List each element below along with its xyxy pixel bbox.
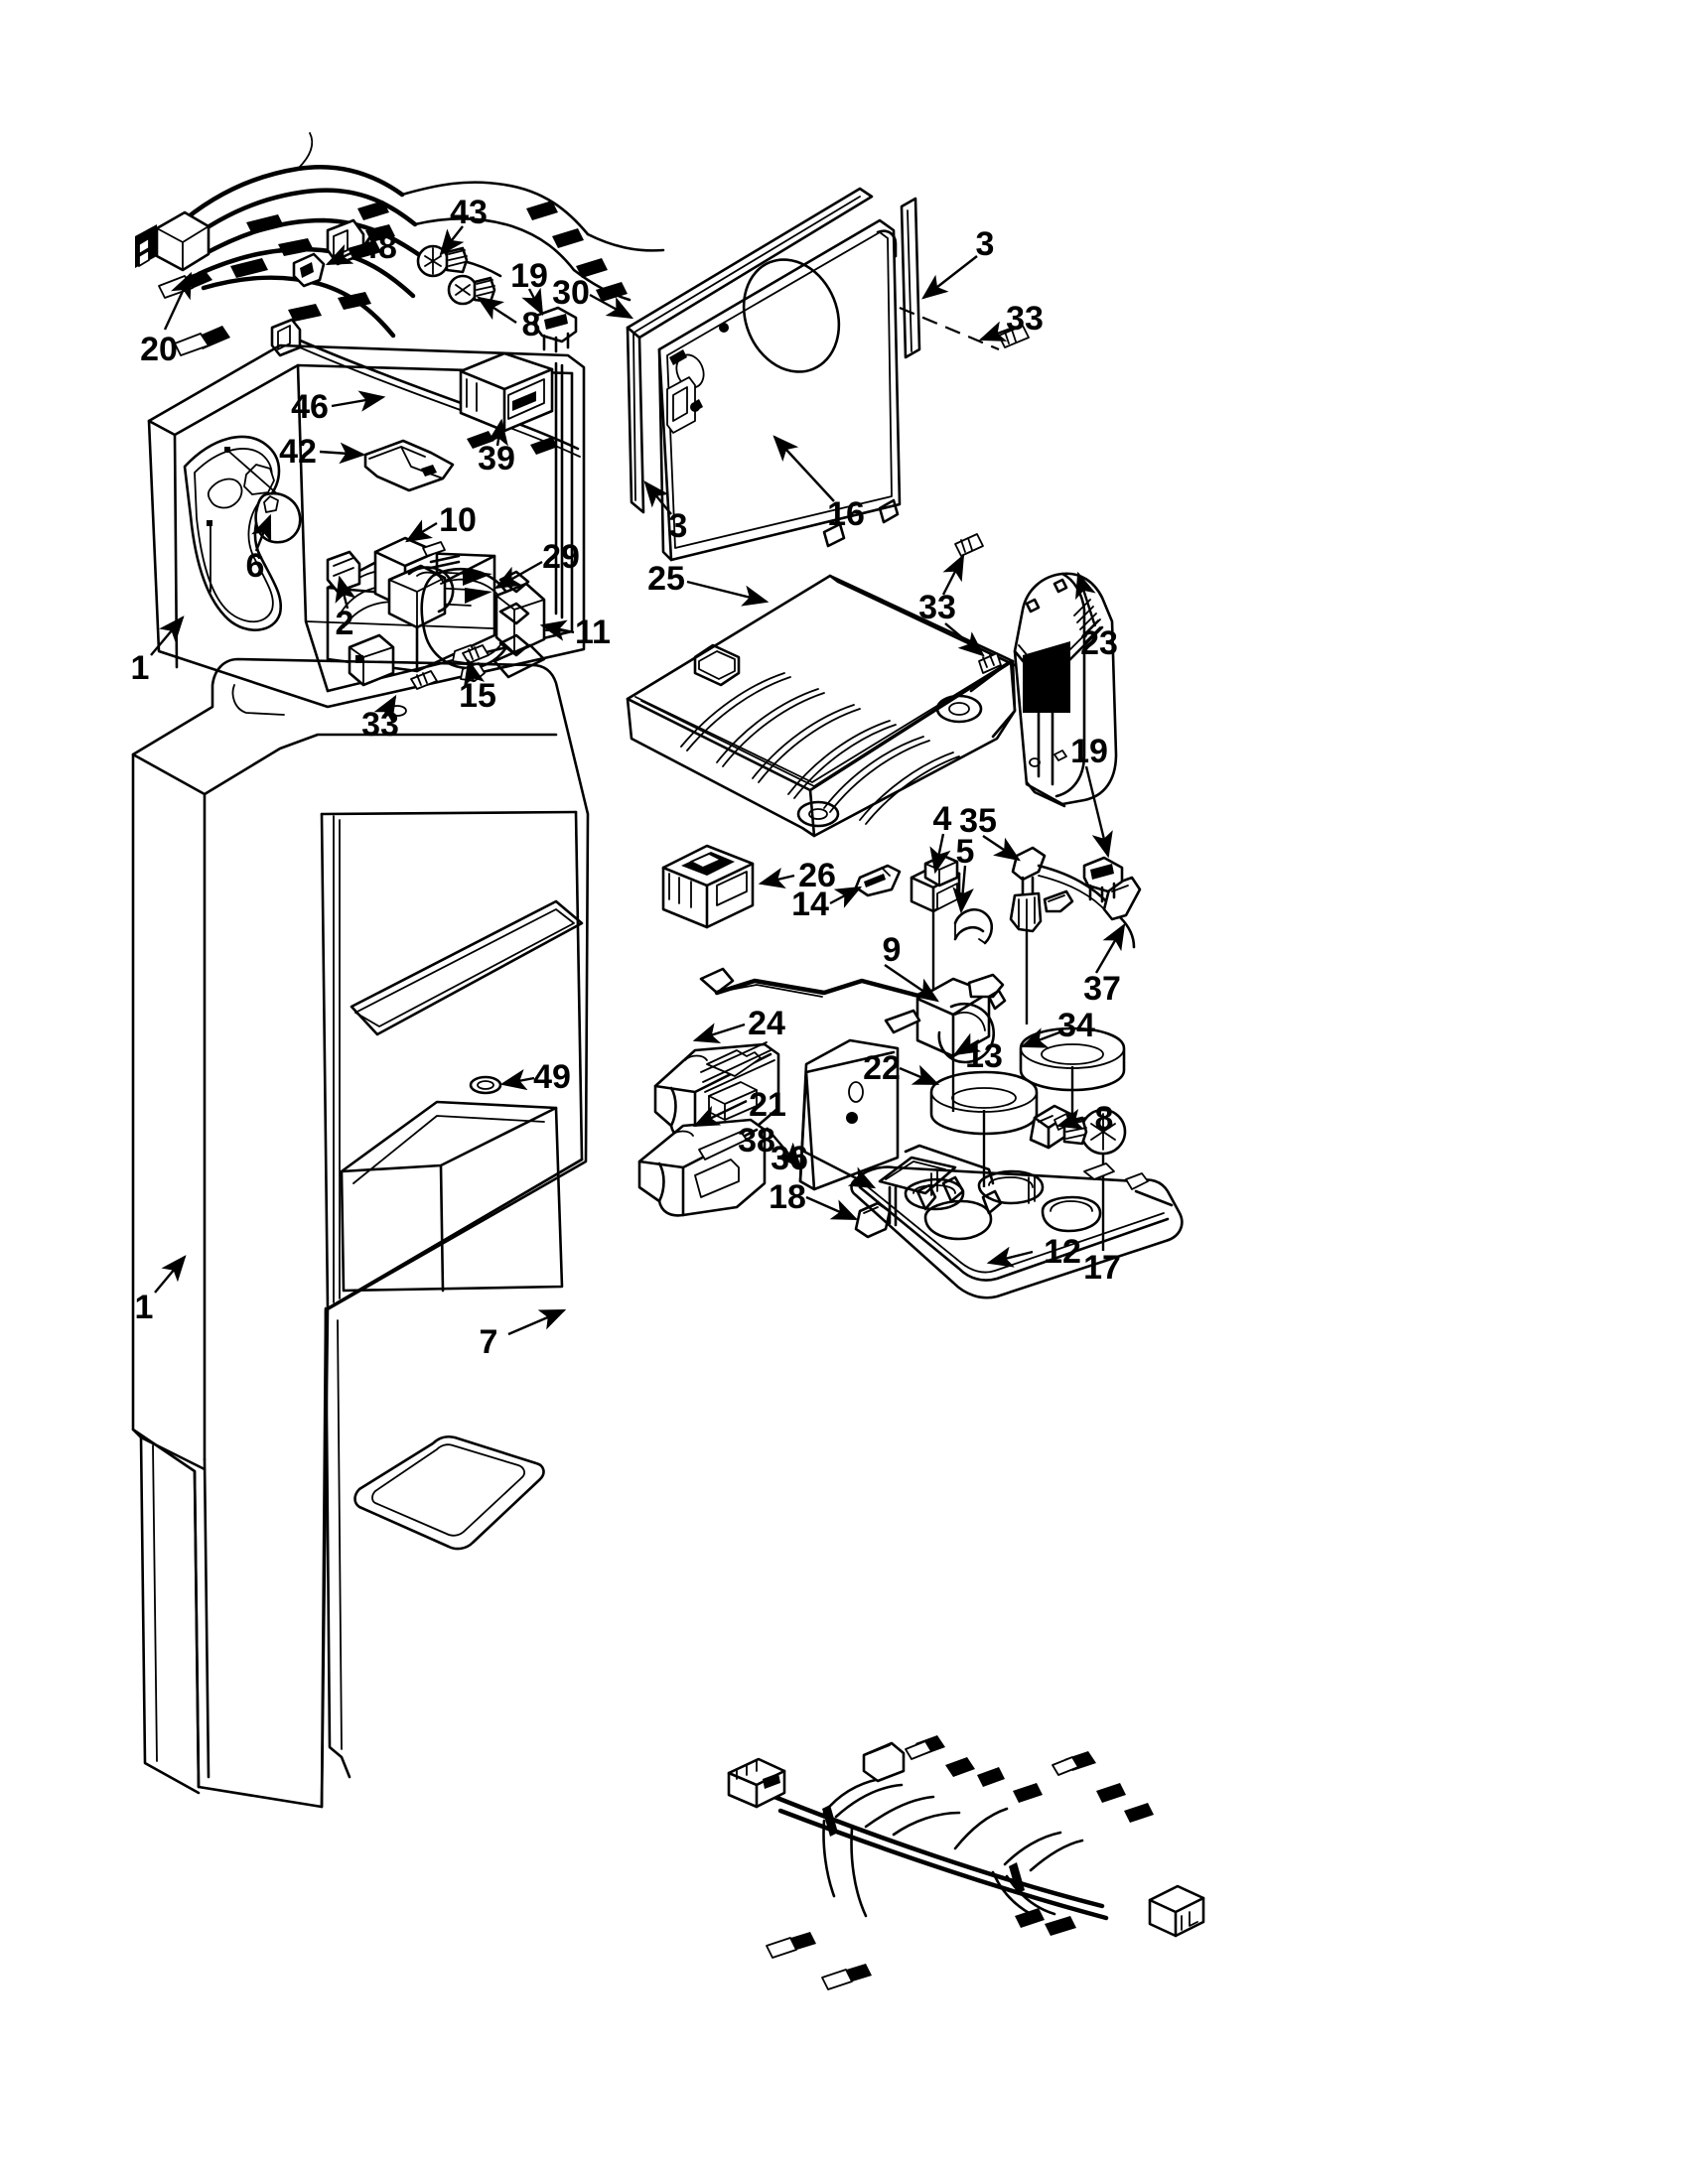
part-19-socket: [534, 306, 578, 353]
callout-29-damper[interactable]: 29: [542, 538, 580, 576]
callout-13-fan-blade-motor[interactable]: 13: [965, 1037, 1003, 1075]
part-26-control-module: [661, 844, 755, 929]
callout-19-socket[interactable]: 19: [1070, 733, 1108, 770]
part-19-socket-lower: [1082, 856, 1124, 903]
callout-34-grommet-cup[interactable]: 34: [1057, 1007, 1095, 1044]
callout-9-brace-rod[interactable]: 9: [882, 931, 902, 969]
callout-1-cabinet[interactable]: 1: [130, 649, 150, 687]
part-34-grommet-cup: [1019, 1026, 1126, 1142]
part-12-base-pan: [850, 1144, 1184, 1299]
part-49-plug: [469, 1075, 502, 1095]
callout-24-insulation-block[interactable]: 24: [748, 1005, 785, 1042]
part-8-lamp-socket: [447, 274, 496, 306]
callout-6-plug-button[interactable]: 6: [245, 547, 265, 585]
part-22-grommet-cup: [929, 1070, 1039, 1187]
callout-43-light-bulb[interactable]: 43: [450, 194, 488, 231]
callout-7-wire-harness-lower[interactable]: 7: [479, 1323, 498, 1361]
callout-8-lamp-socket[interactable]: 8: [521, 306, 541, 343]
assembly-guide-33: [899, 306, 1000, 351]
callout-42-bracket[interactable]: 42: [279, 433, 317, 471]
callout-16-rear-panel[interactable]: 16: [827, 495, 865, 533]
part-7-wire-harness-lower: [727, 1735, 1205, 1990]
part-39-control-box: [459, 351, 554, 433]
callout-12-base-pan[interactable]: 12: [1044, 1233, 1081, 1271]
part-20-wire-harness: [135, 132, 665, 356]
callout-25-drip-pan[interactable]: 25: [647, 560, 685, 598]
part-5-retainer-clip: [953, 908, 994, 945]
part-33-screw-liner: [387, 670, 438, 717]
callout-33-screw[interactable]: 33: [918, 589, 956, 626]
callout-35-linkage[interactable]: 35: [959, 802, 997, 840]
leader-lines: [150, 225, 1126, 1336]
callout-17-light-bulb[interactable]: 17: [1083, 1249, 1121, 1287]
callout-14-clip[interactable]: 14: [791, 886, 829, 923]
part-16-rear-panel: [657, 218, 902, 562]
callout-39-control-box[interactable]: 39: [478, 440, 515, 478]
callout-8-lamp-socket[interactable]: 8: [1094, 1100, 1114, 1138]
callout-10-fan-motor[interactable]: 10: [439, 501, 477, 539]
part-33-screw-drip-pan: [954, 533, 1002, 674]
callout-1-cabinet[interactable]: 1: [134, 1289, 154, 1326]
callout-21-insulation-block[interactable]: 21: [749, 1086, 786, 1124]
callout-18-bushing[interactable]: 18: [769, 1178, 806, 1216]
callout-20-wire-harness-upper[interactable]: 20: [140, 331, 178, 368]
callout-49-plug[interactable]: 49: [533, 1058, 571, 1096]
callout-3-trim-rail[interactable]: 3: [975, 225, 995, 263]
callout-2-capacitor[interactable]: 2: [335, 605, 354, 642]
part-25-drip-pan: [626, 574, 1017, 838]
callout-23-air-duct-cover[interactable]: 23: [1080, 624, 1118, 662]
callout-33-screw[interactable]: 33: [1006, 300, 1044, 338]
part-3-trim-rail-left: [626, 187, 874, 514]
part-35-lever-arm: [1009, 846, 1142, 1024]
part-3-trim-rail-right: [900, 197, 921, 359]
callout-15-screw[interactable]: 15: [459, 677, 496, 715]
callout-33-screw[interactable]: 33: [361, 706, 399, 744]
callout-46-thermistor-wire[interactable]: 46: [291, 388, 329, 426]
callout-4-wire-connector[interactable]: 4: [932, 800, 952, 838]
callout-48-clip[interactable]: 48: [359, 228, 397, 266]
callout-37-lever-arm[interactable]: 37: [1083, 970, 1121, 1008]
part-14-clip: [854, 864, 902, 897]
callout-3-trim-rail[interactable]: 3: [668, 507, 688, 545]
callout-36-cover-plate[interactable]: 36: [771, 1140, 808, 1177]
callout-5-clip-retainer[interactable]: 5: [955, 833, 975, 871]
callout-38-shield-plate[interactable]: 38: [738, 1122, 775, 1160]
callout-26-control-module[interactable]: 26: [798, 857, 836, 894]
callout-11-duct[interactable]: 11: [575, 614, 611, 651]
part-48-clip: [292, 252, 326, 288]
part-42-bracket: [363, 439, 455, 492]
part-23-air-duct-cover: [1013, 572, 1118, 808]
callout-19-socket[interactable]: 19: [510, 257, 548, 295]
part-36-cover-plate: [878, 1156, 957, 1195]
part-1-cabinet: [131, 657, 590, 1809]
part-38-shield-plate: [798, 1038, 900, 1191]
callout-30-grommet[interactable]: 30: [552, 274, 590, 312]
callout-22-grommet-cup[interactable]: 22: [863, 1049, 901, 1087]
part-10-fan-motor: [373, 536, 461, 629]
part-21-insulation-block: [637, 1118, 767, 1217]
